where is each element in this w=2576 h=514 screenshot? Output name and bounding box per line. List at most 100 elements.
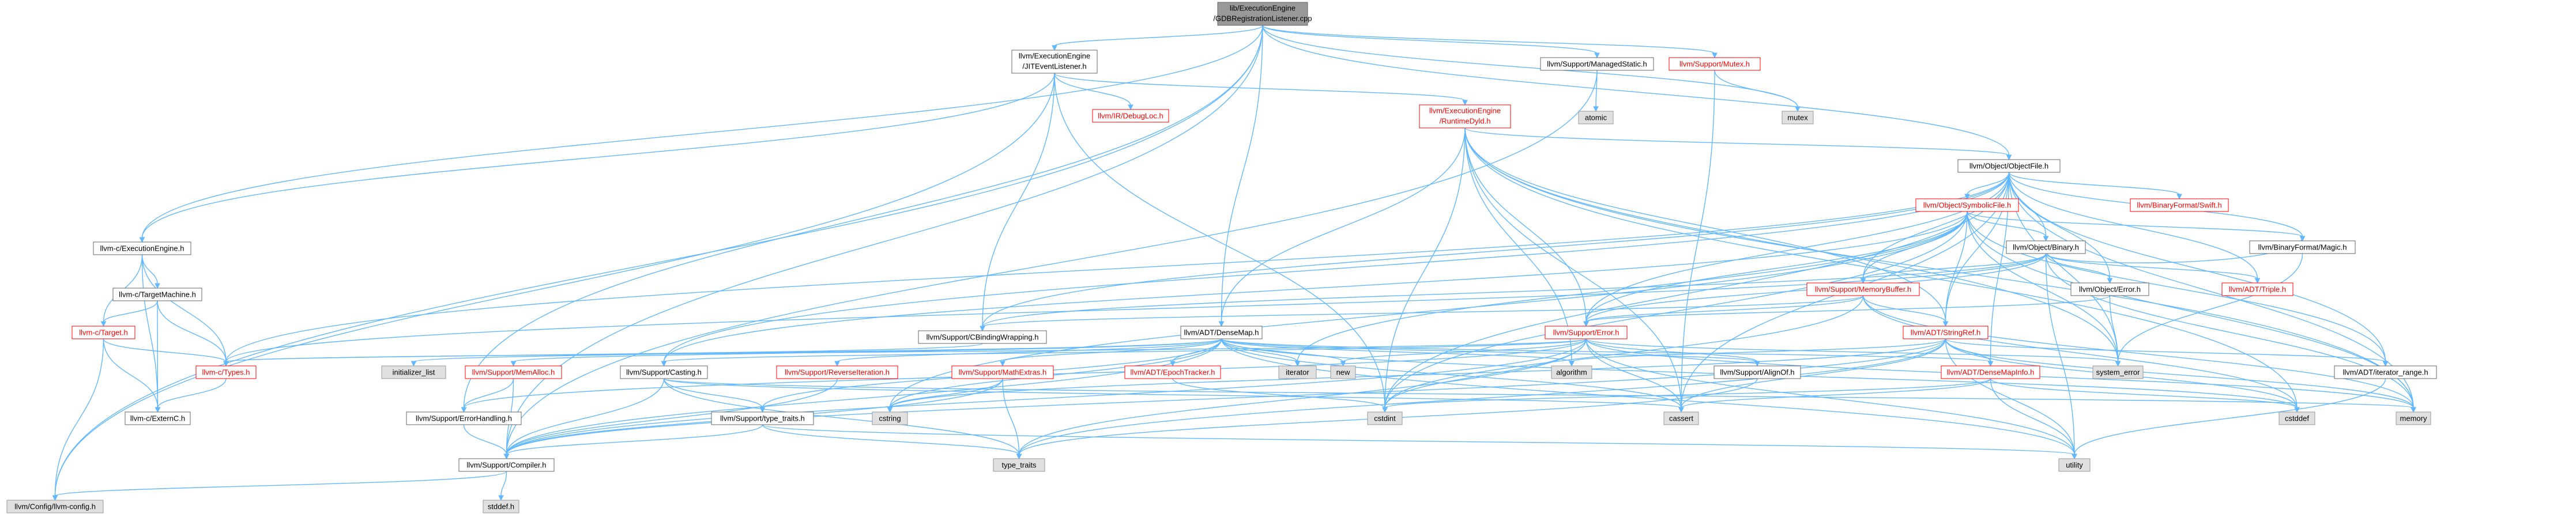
node-memalloc[interactable]: llvm/Support/MemAlloc.h bbox=[465, 365, 562, 379]
node-magic[interactable]: llvm/BinaryFormat/Magic.h bbox=[2249, 240, 2356, 254]
node-ctypes[interactable]: llvm-c/Types.h bbox=[195, 365, 257, 379]
node-reviter[interactable]: llvm/Support/ReverseIteration.h bbox=[776, 365, 898, 379]
edge-memorybuffer-to-cbinding bbox=[980, 295, 1864, 332]
node-label: llvm/Support/Mutex.h bbox=[1679, 59, 1750, 68]
node-alignof[interactable]: llvm/Support/AlignOf.h bbox=[1713, 365, 1801, 379]
node-symfile[interactable]: llvm/Object/SymbolicFile.h bbox=[1915, 198, 2019, 212]
edge-root-to-jitevt bbox=[1052, 25, 1263, 51]
edge-objfile-to-ctypes bbox=[223, 172, 2010, 367]
node-typetraits[interactable]: type_traits bbox=[993, 458, 1045, 472]
node-swift[interactable]: llvm/BinaryFormat/Swift.h bbox=[2130, 198, 2229, 212]
node-label: llvm/Support/MemAlloc.h bbox=[472, 368, 555, 376]
node-ctargeth[interactable]: llvm-c/Target.h bbox=[71, 326, 135, 339]
node-mathextras[interactable]: llvm/Support/MathExtras.h bbox=[951, 365, 1054, 379]
node-iterrange[interactable]: llvm/ADT/iterator_range.h bbox=[2334, 365, 2437, 379]
node-binary[interactable]: llvm/Object/Binary.h bbox=[2006, 240, 2086, 254]
edge-stringref-to-densemapinfo bbox=[1945, 338, 1994, 367]
node-cbinding[interactable]: llvm/Support/CBindingWrapping.h bbox=[918, 330, 1047, 344]
edge-objfile-to-syserror bbox=[2008, 172, 2121, 367]
node-superror[interactable]: llvm/Support/Error.h bbox=[1545, 326, 1628, 339]
edge-objfile-to-symfile bbox=[1964, 172, 2010, 200]
edge-densemap-to-reviter bbox=[834, 338, 1222, 367]
edge-stringref-to-typetraits bbox=[1016, 338, 1946, 460]
node-debugloc[interactable]: llvm/IR/DebugLoc.h bbox=[1092, 109, 1169, 123]
node-label: llvm/Config/llvm-config.h bbox=[14, 502, 96, 511]
node-label: llvm/ExecutionEngine bbox=[1429, 106, 1501, 115]
node-label: lib/ExecutionEngine bbox=[1230, 3, 1295, 12]
node-rtdyld[interactable]: llvm/ExecutionEngine/RuntimeDyld.h bbox=[1419, 104, 1511, 128]
node-epoch[interactable]: llvm/ADT/EpochTracker.h bbox=[1124, 365, 1221, 379]
node-objfile[interactable]: llvm/Object/ObjectFile.h bbox=[1957, 159, 2061, 173]
edge-magic-to-syserror bbox=[2115, 253, 2303, 367]
edge-superror-to-syserror bbox=[1585, 338, 2121, 367]
node-mutex[interactable]: llvm/Support/Mutex.h bbox=[1669, 57, 1761, 71]
node-typetraitsh[interactable]: llvm/Support/type_traits.h bbox=[711, 411, 814, 425]
node-stddef[interactable]: stddef.h bbox=[483, 500, 519, 513]
node-errhandling[interactable]: llvm/Support/ErrorHandling.h bbox=[406, 411, 522, 425]
node-cstddef[interactable]: cstddef bbox=[2279, 411, 2315, 425]
node-root[interactable]: lib/ExecutionEngine/GDBRegistrationListe… bbox=[1213, 2, 1312, 26]
node-label: llvm/ADT/iterator_range.h bbox=[2342, 368, 2428, 376]
edge-objfile-to-memorybuffer bbox=[1860, 172, 2010, 284]
node-memory[interactable]: memory bbox=[2396, 411, 2431, 425]
node-densemapinfo[interactable]: llvm/ADT/DenseMapInfo.h bbox=[1941, 365, 2040, 379]
node-jitevt[interactable]: llvm/ExecutionEngine/JITEventListener.h bbox=[1011, 50, 1098, 74]
node-label: /GDBRegistrationListener.cpp bbox=[1213, 14, 1312, 22]
node-cassert[interactable]: cassert bbox=[1663, 411, 1699, 425]
node-label: llvm/Support/ReverseIteration.h bbox=[785, 368, 890, 376]
node-compiler[interactable]: llvm/Support/Compiler.h bbox=[458, 458, 555, 472]
node-utility[interactable]: utility bbox=[2058, 458, 2091, 472]
edge-rtdyld-to-objfile bbox=[1464, 127, 2012, 161]
edge-superror-to-ctypes bbox=[223, 338, 1587, 367]
nodes-layer: lib/ExecutionEngine/GDBRegistrationListe… bbox=[6, 2, 2437, 513]
node-label: type_traits bbox=[1002, 460, 1037, 469]
node-label: /JITEventListener.h bbox=[1022, 62, 1086, 70]
node-label: /RuntimeDyld.h bbox=[1440, 116, 1491, 125]
node-stringref[interactable]: llvm/ADT/StringRef.h bbox=[1903, 326, 1989, 339]
node-mutexsys[interactable]: mutex bbox=[1782, 111, 1814, 124]
edge-jitevt-to-debugloc bbox=[1054, 73, 1133, 111]
node-ctarget[interactable]: llvm-c/TargetMachine.h bbox=[112, 288, 202, 301]
edge-objfile-to-swift bbox=[2008, 172, 2182, 200]
edge-mathextras-to-cstring bbox=[887, 378, 1003, 413]
node-algorithm[interactable]: algorithm bbox=[1551, 365, 1592, 379]
node-label: memory bbox=[2400, 414, 2427, 422]
node-cexec[interactable]: llvm-c/ExecutionEngine.h bbox=[93, 241, 191, 255]
edge-ctypes-to-cexternc bbox=[155, 378, 227, 413]
node-label: llvm/Object/Error.h bbox=[2079, 285, 2141, 293]
node-casting[interactable]: llvm/Support/Casting.h bbox=[620, 365, 708, 379]
edge-memorybuffer-to-stringref bbox=[1862, 295, 1949, 327]
node-config[interactable]: llvm/Config/llvm-config.h bbox=[6, 500, 104, 513]
node-cstdint[interactable]: cstdint bbox=[1367, 411, 1403, 425]
node-iterator[interactable]: iterator bbox=[1278, 365, 1317, 379]
node-label: cstddef bbox=[2285, 414, 2309, 422]
node-new[interactable]: new bbox=[1330, 365, 1356, 379]
edge-ctarget-to-ctypes bbox=[157, 300, 229, 367]
node-label: llvm/Support/type_traits.h bbox=[720, 414, 805, 422]
node-densemap[interactable]: llvm/ADT/DenseMap.h bbox=[1180, 326, 1263, 339]
node-initlist[interactable]: initializer_list bbox=[381, 365, 446, 379]
node-objerror[interactable]: llvm/Object/Error.h bbox=[2070, 282, 2149, 296]
node-managed[interactable]: llvm/Support/ManagedStatic.h bbox=[1540, 57, 1654, 71]
node-label: mutex bbox=[1787, 113, 1808, 122]
node-triple[interactable]: llvm/ADT/Triple.h bbox=[2221, 282, 2293, 296]
node-label: atomic bbox=[1585, 113, 1607, 122]
edge-compiler-to-config bbox=[52, 471, 507, 501]
node-syserror[interactable]: system_error bbox=[2092, 365, 2144, 379]
edge-densemap-to-initlist bbox=[410, 338, 1222, 367]
edge-superror-to-new bbox=[1340, 338, 1587, 367]
node-label: llvm-c/Types.h bbox=[202, 368, 250, 376]
node-cexternc[interactable]: llvm-c/ExternC.h bbox=[125, 411, 191, 425]
edge-densemapinfo-to-cstddef bbox=[1990, 378, 2300, 413]
node-label: llvm/Object/Binary.h bbox=[2013, 243, 2079, 251]
node-cstring[interactable]: cstring bbox=[872, 411, 908, 425]
edge-root-to-config bbox=[52, 25, 1263, 501]
edge-symfile-to-binary bbox=[1967, 211, 2049, 242]
edge-jitevt-to-cexec bbox=[139, 73, 1055, 243]
node-atomic[interactable]: atomic bbox=[1578, 111, 1614, 124]
edge-densemapinfo-to-cstdint bbox=[1382, 378, 1991, 413]
node-memorybuffer[interactable]: llvm/Support/MemoryBuffer.h bbox=[1806, 282, 1920, 296]
node-label: llvm/Support/MathExtras.h bbox=[959, 368, 1046, 376]
edge-stringref-to-iterrange bbox=[1945, 338, 2389, 367]
